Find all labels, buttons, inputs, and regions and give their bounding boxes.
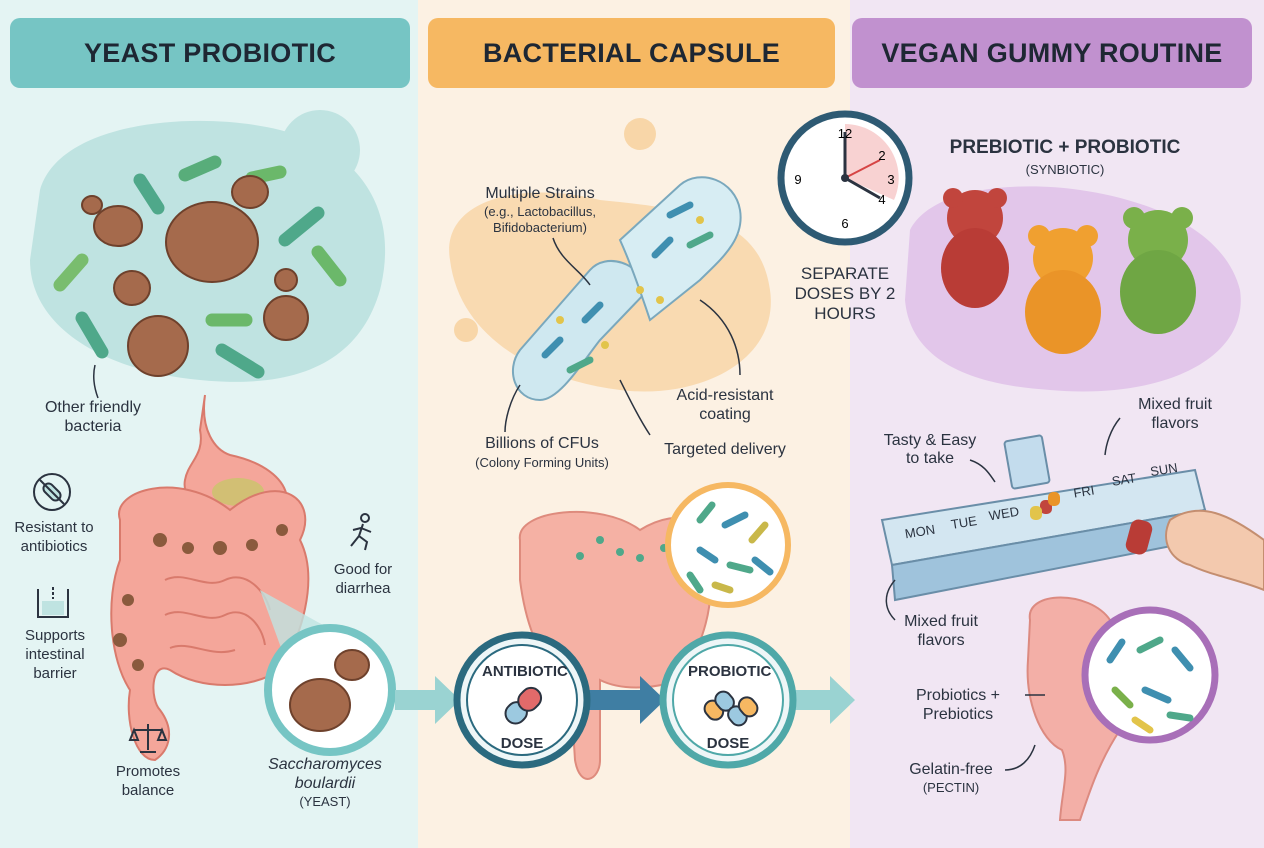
label-tasty-easy: Tasty & Easy to take bbox=[883, 432, 977, 467]
balance-scale-icon bbox=[128, 724, 168, 753]
synbiotic-zoom-circle bbox=[1081, 606, 1219, 744]
label-barrier: Supports intestinal barrier bbox=[24, 627, 86, 682]
label-cfu-note: (Colony Forming Units) bbox=[475, 455, 609, 470]
synbiotic-zoom-rods bbox=[1106, 636, 1194, 734]
label-species-note: (YEAST) bbox=[299, 794, 351, 809]
yeast-in-gut bbox=[113, 524, 288, 671]
yeast-cells bbox=[81, 175, 309, 377]
flow-arrow-2 bbox=[585, 676, 665, 724]
probiotic-dose-label: PROBIOTIC bbox=[688, 663, 772, 680]
friendly-bacteria-rods bbox=[53, 155, 347, 379]
running-person-icon bbox=[350, 513, 372, 551]
capsule bbox=[511, 176, 742, 402]
clock-num-3: 3 bbox=[887, 172, 894, 187]
label-probiotics-prebiotics: Probiotics + Prebiotics bbox=[915, 687, 1001, 723]
antibiotic-pill-icon bbox=[504, 686, 543, 725]
label-billions-cfu: Billions of CFUs bbox=[485, 435, 599, 452]
label-pectin: (PECTIN) bbox=[922, 780, 980, 795]
clock-num-4: 4 bbox=[878, 192, 885, 207]
flow-arrow-1 bbox=[395, 676, 460, 724]
banner-bacterial-capsule: BACTERIAL CAPSULE bbox=[428, 18, 835, 88]
antibiotic-dose-word: DOSE bbox=[500, 735, 544, 752]
probiotic-pills-icon bbox=[703, 690, 759, 727]
banner-vegan-gummy: VEGAN GUMMY ROUTINE bbox=[852, 18, 1252, 88]
label-mixed-fruit-bottom: Mixed fruit flavors bbox=[904, 613, 978, 649]
yeast-cell-zoom bbox=[289, 678, 351, 732]
clock-interval-wedge bbox=[845, 124, 899, 200]
gummy-bear-red bbox=[941, 188, 1009, 308]
label-mixed-fruit-top: Mixed fruit flavors bbox=[1138, 396, 1212, 432]
label-diarrhea: Good for diarrhea bbox=[333, 561, 393, 597]
probiotic-dose-word: DOSE bbox=[706, 735, 750, 752]
yeast-bud-zoom bbox=[334, 649, 370, 681]
clock-num-12: 12 bbox=[838, 126, 852, 141]
gummy-leaders bbox=[885, 417, 1121, 771]
intestine-yeast bbox=[110, 486, 310, 762]
bacteria-in-gut bbox=[576, 536, 668, 562]
antibiotic-dose-label: ANTIBIOTIC bbox=[482, 663, 568, 680]
clock-center bbox=[841, 174, 849, 182]
pill-organizer bbox=[880, 434, 1207, 602]
bacteria-zoom-rods bbox=[686, 501, 774, 594]
leader-other-bacteria bbox=[93, 364, 99, 399]
clock-num-9: 9 bbox=[794, 172, 801, 187]
clock-num-2: 2 bbox=[878, 148, 885, 163]
label-synbiotic: (SYNBIOTIC) bbox=[1025, 162, 1105, 177]
capsule-blob-dot bbox=[624, 118, 656, 150]
label-gelatin-free: Gelatin-free bbox=[909, 761, 993, 778]
label-resistant: Resistant to antibiotics bbox=[14, 519, 94, 555]
clock-hand-red bbox=[844, 159, 881, 179]
capsule-leaders bbox=[504, 237, 741, 436]
capsule-blob-dot-2 bbox=[454, 318, 478, 342]
label-multiple-strains: Multiple Strains bbox=[485, 185, 595, 202]
label-prebiotic-probiotic: PREBIOTIC + PROBIOTIC bbox=[949, 137, 1181, 158]
clock-num-6: 6 bbox=[841, 216, 848, 231]
banner-yeast-probiotic: YEAST PROBIOTIC bbox=[10, 18, 410, 88]
gummy-bear-green bbox=[1120, 207, 1196, 334]
barrier-icon bbox=[37, 587, 69, 618]
label-species: Saccharomyces boulardii bbox=[268, 756, 382, 792]
antibiotic-resist-icon bbox=[33, 473, 71, 511]
gummy-bear-orange bbox=[1025, 225, 1101, 354]
hand bbox=[1165, 509, 1264, 592]
clock-hand-minute bbox=[844, 176, 881, 200]
label-separate-doses: SEPARATE DOSES BY 2 HOURS bbox=[794, 264, 896, 323]
label-strains-example: (e.g., Lactobacillus, Bifidobacterium) bbox=[483, 204, 596, 235]
bacteria-blob-small bbox=[280, 110, 360, 190]
flow-arrow-3 bbox=[795, 676, 855, 724]
label-balance: Promotes balance bbox=[115, 763, 181, 799]
label-acid-coating: Acid-resistant coating bbox=[676, 387, 774, 423]
label-targeted-delivery: Targeted delivery bbox=[664, 441, 786, 458]
bacteria-zoom-circle bbox=[665, 482, 791, 608]
label-other-bacteria: Other friendly bacteria bbox=[44, 399, 142, 435]
gummy-held bbox=[1125, 519, 1153, 555]
